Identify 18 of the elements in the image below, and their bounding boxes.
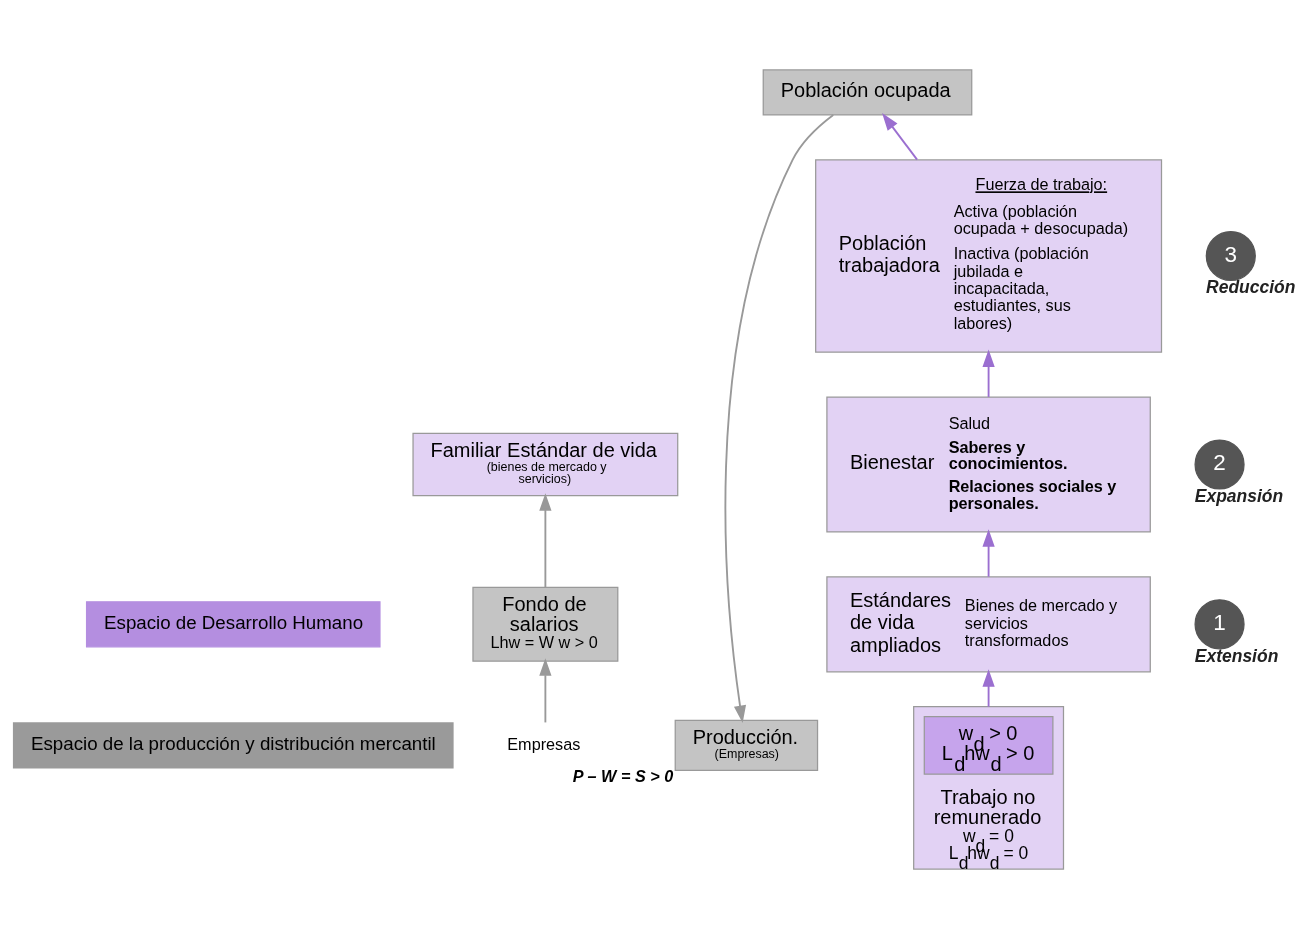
node-box: Fondo de salarios Lhw = W w > 0 bbox=[472, 586, 619, 662]
node-circle: 2 bbox=[1194, 439, 1245, 490]
node-box: Espacio de la producción y distribución mercantil bbox=[12, 722, 454, 769]
arrow bbox=[539, 658, 552, 724]
node-label: P – W = S > 0 bbox=[572, 767, 674, 786]
node-text: Empresas bbox=[507, 734, 581, 753]
arrow bbox=[539, 493, 552, 589]
arrow bbox=[982, 529, 995, 578]
arrow bbox=[982, 349, 995, 398]
node-circle: 1 bbox=[1194, 599, 1245, 650]
arrow bbox=[724, 114, 835, 724]
node-box: Población ocupada bbox=[762, 69, 973, 116]
arrow bbox=[882, 113, 919, 161]
node-box: Familiar Estándar de vida (bienes de mercado y servicios) bbox=[412, 432, 679, 497]
node-box: Producción. (Empresas) bbox=[674, 719, 819, 771]
arrow bbox=[982, 669, 995, 708]
node-box: Estándares de vida ampliados Bienes de mercado y servicios transformados bbox=[826, 576, 1151, 673]
node-box: Espacio de Desarrollo Humano bbox=[85, 601, 381, 648]
